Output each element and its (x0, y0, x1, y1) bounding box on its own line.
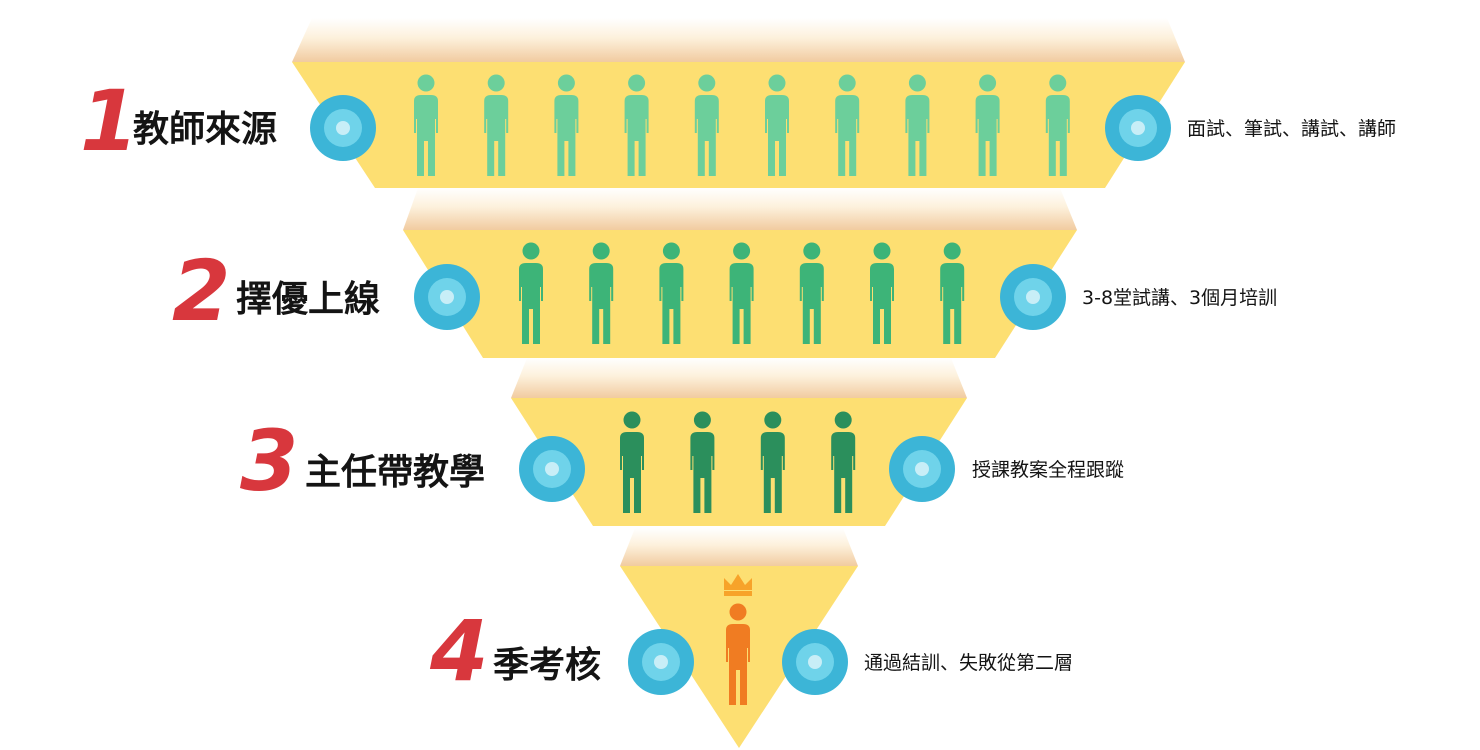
level-3-right-circle (889, 436, 955, 502)
person-icon (519, 242, 543, 344)
level-2-right-circle (1000, 264, 1066, 330)
level-4-band-cap (620, 528, 858, 566)
level-4-left-circle (628, 629, 694, 695)
level-2: 2 擇優上線 3-8堂試講、3個月培訓 (172, 188, 1277, 358)
level-4-right-circle (782, 629, 848, 695)
person-icon (624, 74, 649, 176)
level-3-left-circle (519, 436, 585, 502)
level-2-description: 3-8堂試講、3個月培訓 (1082, 287, 1277, 309)
person-icon (414, 74, 438, 176)
person-icon (729, 242, 754, 344)
person-icon (620, 411, 644, 513)
level-4-people (726, 603, 750, 705)
person-icon (835, 74, 860, 176)
person-icon (554, 74, 579, 176)
level-2-band-cap (403, 188, 1077, 230)
level-3-title: 主任帶教學 (305, 452, 485, 493)
level-1: 1 教師來源 面試、筆試、講試、講師 (80, 18, 1396, 188)
level-4-title: 季考核 (493, 645, 601, 686)
level-1-number: 1 (80, 72, 138, 170)
level-1-title: 教師來源 (133, 109, 277, 150)
person-icon (905, 74, 930, 176)
level-1-band (292, 62, 1185, 188)
person-icon (694, 74, 719, 176)
level-2-number: 2 (172, 242, 230, 340)
person-icon (831, 411, 856, 513)
level-1-people (414, 74, 1070, 176)
crown-icon (724, 574, 752, 596)
level-1-left-circle (310, 95, 376, 161)
person-icon (659, 242, 684, 344)
person-icon (484, 74, 509, 176)
person-icon (690, 411, 715, 513)
person-icon (799, 242, 824, 344)
level-1-band-cap (292, 18, 1185, 62)
person-icon (589, 242, 614, 344)
level-3-band-cap (511, 358, 967, 398)
level-2-title: 擇優上線 (236, 279, 380, 320)
level-2-left-circle (414, 264, 480, 330)
level-1-description: 面試、筆試、講試、講師 (1187, 118, 1396, 140)
person-icon (726, 603, 750, 705)
level-1-right-circle (1105, 95, 1171, 161)
person-icon (765, 74, 789, 176)
level-4-number: 4 (429, 602, 488, 700)
person-icon (760, 411, 785, 513)
level-3: 3 主任帶教學 授課教案全程跟蹤 (240, 358, 1124, 526)
level-3-people (620, 411, 856, 513)
person-icon (870, 242, 894, 344)
level-4-description: 通過結訓、失敗從第二層 (864, 652, 1073, 674)
person-icon (940, 242, 965, 344)
person-icon (975, 74, 1000, 176)
level-4: 4 季考核 通過結訓、失敗從第二層 (429, 528, 1073, 748)
level-3-description: 授課教案全程跟蹤 (972, 459, 1124, 481)
level-3-number: 3 (240, 412, 298, 510)
level-2-people (519, 242, 965, 344)
person-icon (1045, 74, 1070, 176)
